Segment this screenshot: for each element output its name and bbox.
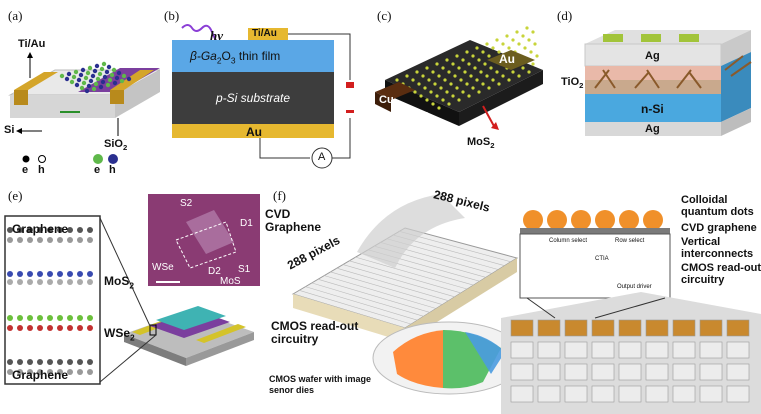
legend-interconnects: Vertical interconnects bbox=[681, 236, 754, 260]
label-cmos-left: CMOS read-out circuitry bbox=[271, 319, 359, 346]
micro-d2: D2 bbox=[208, 266, 221, 277]
circuit-ctia: CTIA bbox=[595, 256, 609, 262]
micro-s2: S2 bbox=[180, 198, 193, 209]
label-au: Au bbox=[499, 52, 515, 66]
light-hv: hv bbox=[210, 28, 223, 43]
legend-e-1: e bbox=[22, 164, 29, 175]
panel-d: (d) Ag TiO2 n-Si Ag bbox=[555, 0, 761, 175]
panel-c-device bbox=[375, 26, 543, 130]
label-meter: A bbox=[318, 151, 326, 163]
circuit-output-driver: Output driver bbox=[617, 284, 652, 290]
label-film: β-Ga2O3 thin film bbox=[190, 49, 281, 66]
panel-e-label: (e) bbox=[8, 188, 23, 203]
label-mos2-e: MoS2 bbox=[104, 274, 135, 291]
label-cu: Cu bbox=[379, 94, 394, 106]
legend-h-1: h bbox=[38, 164, 45, 175]
panel-d-label: (d) bbox=[557, 8, 573, 23]
panel-a: (a) Ti/Au Si SiO2 e h e h bbox=[0, 0, 160, 175]
label-si-c: Si bbox=[417, 110, 429, 124]
legend-h-2: h bbox=[109, 164, 116, 175]
label-ti-au: Ti/Au bbox=[18, 38, 46, 50]
micro-wse: WSe bbox=[152, 262, 174, 273]
label-substrate: p-Si substrate bbox=[216, 91, 291, 105]
legend-cmos: CMOS read-out circuitry bbox=[681, 262, 761, 286]
panel-f-sensor bbox=[291, 194, 761, 414]
panel-c-label: (c) bbox=[377, 8, 392, 23]
label-bottom-contact: Au bbox=[246, 125, 262, 139]
panel-b: (b) hv Ti/Au β-Ga2O3 thin film p-Si subs… bbox=[160, 0, 375, 175]
label-mos2: MoS2 bbox=[467, 136, 495, 151]
legend-graphene: CVD graphene bbox=[681, 222, 757, 234]
label-nsi: n-Si bbox=[641, 102, 664, 116]
panel-f: (f) CVD Graphene 288 pixels 288 pixels C… bbox=[265, 182, 761, 414]
legend-qd: Colloidal quantum dots bbox=[681, 194, 754, 218]
label-ag-bottom: Ag bbox=[645, 123, 660, 135]
circuit-row-select: Row select bbox=[615, 238, 645, 244]
panel-f-label: (f) bbox=[273, 188, 286, 203]
panel-b-label: (b) bbox=[164, 8, 180, 23]
label-wse2-e: WSe2 bbox=[104, 326, 135, 343]
label-sio2: SiO2 bbox=[104, 138, 128, 153]
panel-a-device bbox=[8, 52, 160, 164]
micro-s1: S1 bbox=[238, 264, 251, 275]
micro-d1: D1 bbox=[240, 218, 253, 229]
panel-c: (c) Au Cu Si MoS2 bbox=[375, 0, 555, 175]
label-tio2: TiO2 bbox=[561, 76, 584, 91]
micro-mos: MoS bbox=[220, 276, 241, 287]
legend-e-2: e bbox=[94, 164, 101, 175]
label-graphene-top: Graphene bbox=[12, 222, 69, 236]
label-si: Si bbox=[4, 124, 15, 136]
panel-e: (e) Graphene MoS2 WSe2 Graphene S2 D1 WS… bbox=[0, 182, 265, 414]
label-top-contact: Ti/Au bbox=[252, 28, 277, 39]
panel-a-label: (a) bbox=[8, 8, 23, 23]
label-ag-top: Ag bbox=[645, 50, 660, 62]
label-wafer: CMOS wafer with image senor dies bbox=[269, 374, 372, 395]
label-graphene-bottom: Graphene bbox=[12, 368, 69, 382]
circuit-column-select: Column select bbox=[549, 238, 588, 244]
label-cvd-graphene: CVD Graphene bbox=[265, 207, 322, 234]
panel-d-device bbox=[584, 30, 752, 136]
panel-e-schematic bbox=[4, 194, 260, 385]
panel-b-device bbox=[172, 24, 354, 169]
